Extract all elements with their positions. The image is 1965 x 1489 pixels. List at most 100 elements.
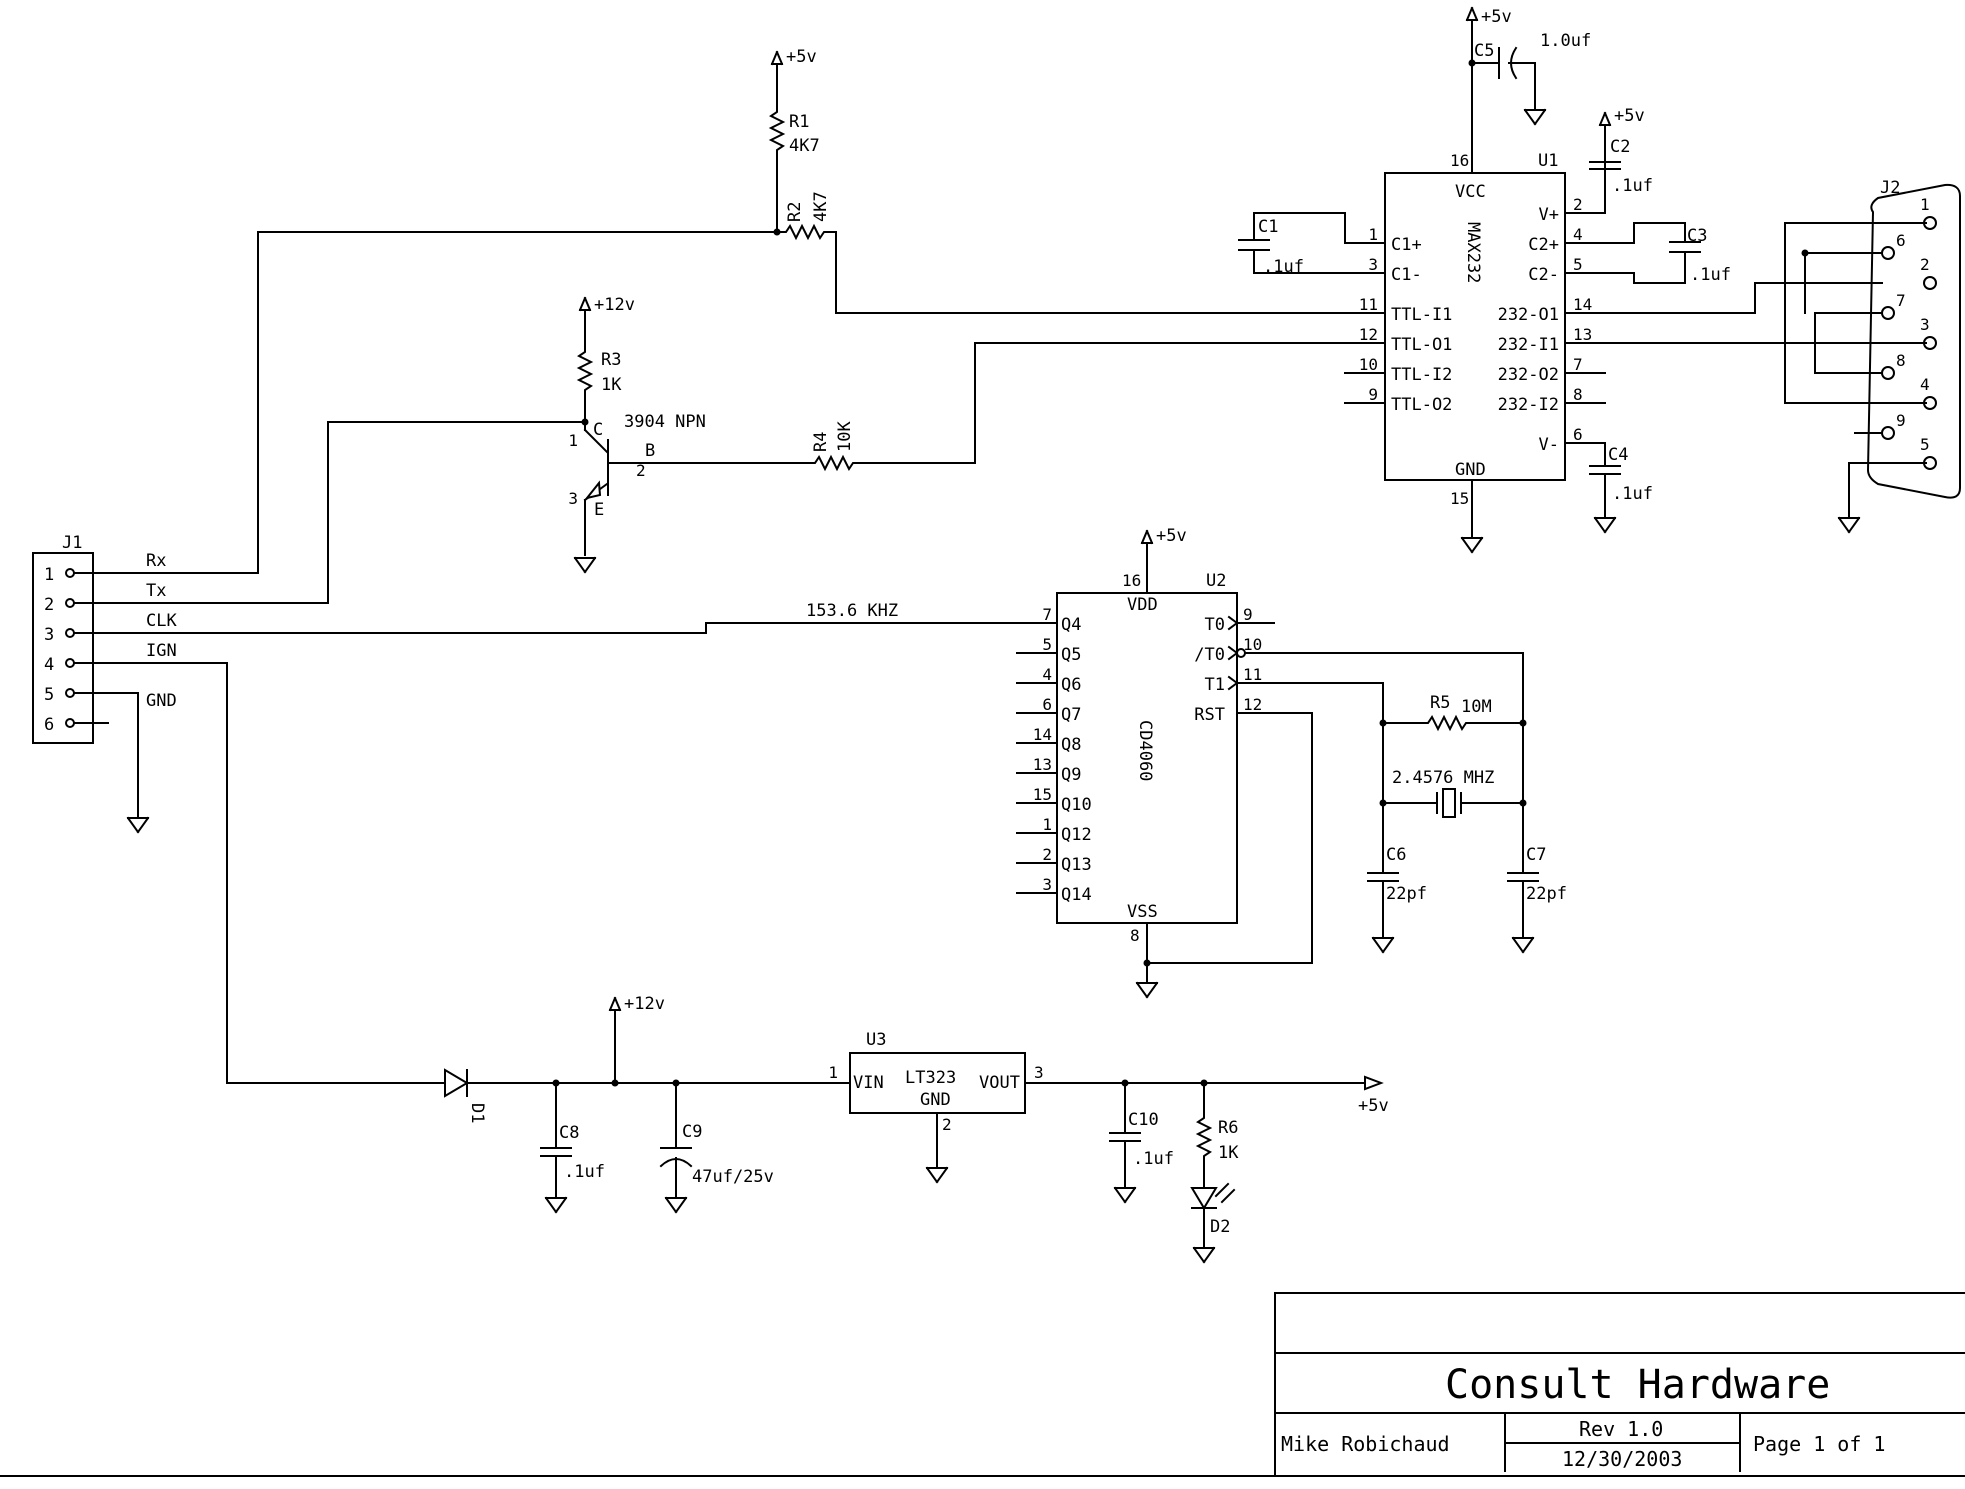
rs232-wires <box>1604 222 1927 533</box>
r2-resistor: R2 4K7 <box>776 191 1386 314</box>
u2-name-t0-bar: /T0 <box>1194 645 1225 665</box>
u1-pin-4: 4 <box>1573 225 1583 244</box>
c2-value: .1uf <box>1612 176 1653 196</box>
u1-max232: U1 VCC GND MAX232 16 15 1 3 11 12 10 9 C… <box>1344 19 1606 553</box>
u1-name-c1plus: C1+ <box>1391 235 1422 255</box>
u2-cd4060: U2 VDD VSS CD4060 +5v 16 8 7 5 4 6 14 13… <box>1016 526 1275 998</box>
u2-pin-11: 11 <box>1243 665 1262 684</box>
ps-supply-label-12v: +12v <box>624 994 665 1014</box>
r4-ref: R4 <box>811 432 831 452</box>
u2-pin-9: 9 <box>1243 605 1253 624</box>
u2-name-q10: Q10 <box>1061 795 1092 815</box>
j1-wires <box>73 231 1051 1084</box>
r1-value: 4K7 <box>789 136 820 156</box>
u1-gnd: GND <box>1455 460 1486 480</box>
c2-ref: C2 <box>1610 137 1630 157</box>
q1-b: B <box>645 441 655 461</box>
u2-name-t1: T1 <box>1205 675 1225 695</box>
c1-capacitor: C1 .1uf <box>1238 212 1346 277</box>
c2-capacitor: +5v C2 .1uf <box>1589 106 1653 214</box>
j1-pin-5: 5 <box>44 685 54 705</box>
c5-value: 1.0uf <box>1540 31 1591 51</box>
u2-name-q12: Q12 <box>1061 825 1092 845</box>
q1-c: C <box>593 420 603 440</box>
u1-name-ttl-i2: TTL-I2 <box>1391 365 1452 385</box>
q1-part: 3904 NPN <box>624 412 706 432</box>
u1-pin-7: 7 <box>1573 355 1583 374</box>
oscillator-network: R5 10M 2.4576 MHZ C6 22pf C7 22pf <box>1146 652 1567 964</box>
j2-pin-4: 4 <box>1920 375 1930 394</box>
j2-db9-connector: J2 1 6 2 7 3 8 4 9 5 <box>1866 178 1961 499</box>
q1-pin3: 3 <box>568 489 578 508</box>
title-block: Consult Hardware Mike Robichaud Rev 1.0 … <box>0 1292 1965 1477</box>
u2-part: CD4060 <box>1135 720 1155 781</box>
r4-resistor: R4 10K <box>799 342 1386 472</box>
u1-name-232-o2: 232-O2 <box>1498 365 1559 385</box>
r1-supply-label: +5v <box>786 47 817 67</box>
c4-capacitor: C4 .1uf <box>1589 442 1653 533</box>
r3-ref: R3 <box>601 350 621 370</box>
u2-name-q13: Q13 <box>1061 855 1092 875</box>
u2-name-t0: T0 <box>1205 615 1225 635</box>
c7-ref: C7 <box>1526 845 1546 865</box>
r4-value: 10K <box>835 421 855 452</box>
j2-pin-5: 5 <box>1920 435 1930 454</box>
u1-part: MAX232 <box>1463 222 1483 283</box>
u3-vin: VIN <box>853 1073 884 1093</box>
u3-vout: VOUT <box>979 1073 1020 1093</box>
u2-pin-5: 5 <box>1042 635 1052 654</box>
j2-pin-9: 9 <box>1896 411 1906 430</box>
q1-pin2: 2 <box>636 461 646 480</box>
title-block-author: Mike Robichaud <box>1281 1432 1450 1456</box>
c10-value: .1uf <box>1133 1149 1174 1169</box>
u2-name-q14: Q14 <box>1061 885 1092 905</box>
j1-label-ign: IGN <box>146 641 177 661</box>
c5-capacitor: +5v C5 1.0uf <box>1466 7 1591 125</box>
u2-vdd-pin: 16 <box>1122 571 1141 590</box>
u1-pin-6: 6 <box>1573 425 1583 444</box>
u1-pin-11: 11 <box>1359 295 1378 314</box>
u1-vcc: VCC <box>1455 182 1486 202</box>
power-supply: D1 +12v C8 .1uf C9 47uf/25v U3 VIN LT323… <box>444 994 1389 1263</box>
c10-ref: C10 <box>1128 1110 1159 1130</box>
c4-ref: C4 <box>1608 445 1628 465</box>
r5-value: 10M <box>1461 697 1492 717</box>
c6-ref: C6 <box>1386 845 1406 865</box>
c5-ref: C5 <box>1474 41 1494 61</box>
u2-name-q7: Q7 <box>1061 705 1081 725</box>
c3-ref: C3 <box>1687 226 1707 246</box>
r2-ref: R2 <box>785 202 805 222</box>
j1-label-clk: CLK <box>146 611 177 631</box>
u1-name-ttl-o1: TTL-O1 <box>1391 335 1452 355</box>
u1-pin-12: 12 <box>1359 325 1378 344</box>
j2-pin-2: 2 <box>1920 255 1930 274</box>
u1-pin-13: 13 <box>1573 325 1592 344</box>
vout-label: +5v <box>1358 1096 1389 1116</box>
u2-vdd: VDD <box>1127 595 1158 615</box>
title-block-page: Page 1 of 1 <box>1753 1432 1885 1456</box>
j1-pin-2: 2 <box>44 595 54 615</box>
q1-transistor: 3904 NPN C B E 1 2 3 <box>568 412 801 573</box>
u1-name-vplus: V+ <box>1539 205 1559 225</box>
title-block-date: 12/30/2003 <box>1562 1447 1682 1471</box>
c8-ref: C8 <box>559 1123 579 1143</box>
u1-pin-1: 1 <box>1368 225 1378 244</box>
u2-vss: VSS <box>1127 902 1158 922</box>
title-block-title: Consult Hardware <box>1445 1362 1830 1408</box>
j1-label-rx: Rx <box>146 551 166 571</box>
j1-ref: J1 <box>62 533 82 553</box>
u2-pin-13: 13 <box>1033 755 1052 774</box>
u2-pin-1: 1 <box>1042 815 1052 834</box>
r6-ref: R6 <box>1218 1118 1238 1138</box>
r1-ref: R1 <box>789 112 809 132</box>
c7-value: 22pf <box>1526 884 1567 904</box>
r3-supply-label: +12v <box>594 295 635 315</box>
c6-value: 22pf <box>1386 884 1427 904</box>
u1-pin-5: 5 <box>1573 255 1583 274</box>
u1-gnd-pin: 15 <box>1450 489 1469 508</box>
u3-ref: U3 <box>866 1030 886 1050</box>
r6-value: 1K <box>1218 1143 1239 1163</box>
u2-name-q6: Q6 <box>1061 675 1081 695</box>
j1-label-tx: Tx <box>146 581 166 601</box>
